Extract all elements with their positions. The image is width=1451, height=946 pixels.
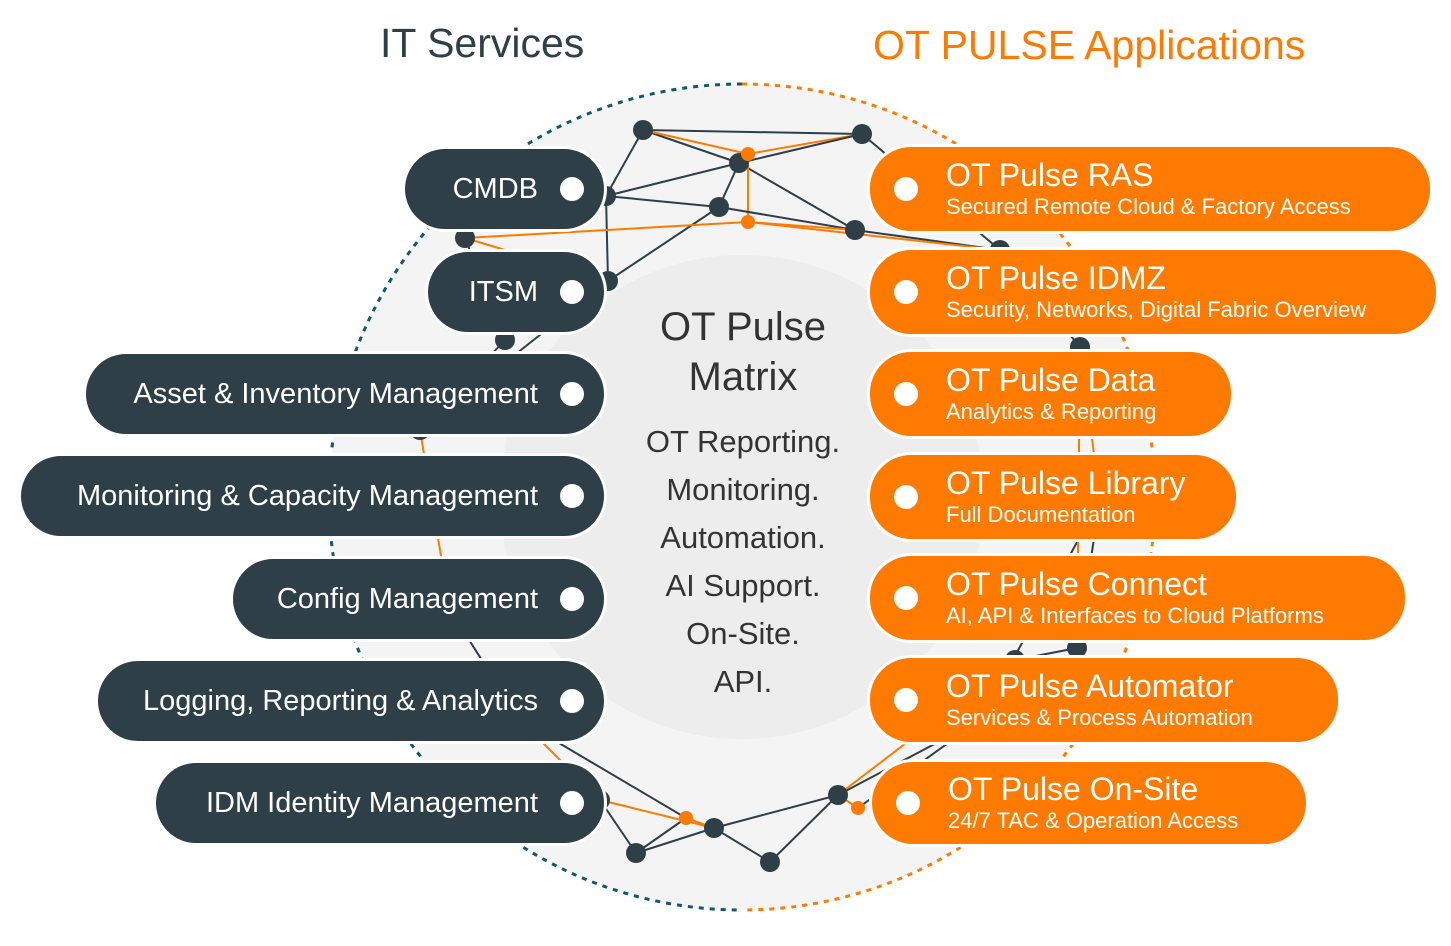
feature: Automation. bbox=[660, 520, 826, 555]
mesh-link bbox=[642, 129, 863, 135]
connector-dot-icon bbox=[894, 586, 918, 610]
connector-dot-icon bbox=[894, 280, 918, 304]
app-title: OT Pulse RAS bbox=[946, 157, 1154, 193]
feature: Monitoring. bbox=[666, 472, 820, 507]
it-service-cmdb[interactable]: CMDB bbox=[402, 146, 607, 232]
it-dashed-arc bbox=[327, 82, 743, 912]
mesh-node bbox=[495, 330, 515, 350]
connector-dot-icon bbox=[560, 791, 584, 815]
mesh-link bbox=[464, 221, 749, 239]
matrix-title: OT Pulse Matrix bbox=[560, 302, 926, 402]
mesh-node bbox=[845, 220, 865, 240]
app-title: OT Pulse Automator bbox=[946, 668, 1234, 704]
connector-dot-icon bbox=[894, 688, 918, 712]
it-service-monitoring[interactable]: Monitoring & Capacity Management bbox=[18, 453, 607, 539]
connector-dot-icon bbox=[560, 382, 584, 406]
label: Asset & Inventory Management bbox=[133, 377, 538, 410]
app-title: OT Pulse On-Site bbox=[948, 771, 1199, 807]
it-service-config[interactable]: Config Management bbox=[230, 556, 607, 642]
app-title: OT Pulse IDMZ bbox=[946, 260, 1166, 296]
mesh-node bbox=[741, 147, 755, 161]
label: IDM Identity Management bbox=[205, 786, 538, 819]
app-subtitle: Full Documentation bbox=[946, 502, 1136, 527]
mesh-link bbox=[635, 817, 687, 854]
mesh-link bbox=[713, 827, 771, 863]
connector-dot-icon bbox=[894, 382, 918, 406]
mesh-link bbox=[738, 133, 863, 164]
mesh-link bbox=[642, 129, 740, 164]
mesh-node bbox=[851, 801, 865, 815]
it-service-asset[interactable]: Asset & Inventory Management bbox=[83, 351, 607, 437]
matrix-title-line: Matrix bbox=[688, 355, 798, 399]
it-service-idm[interactable]: IDM Identity Management bbox=[153, 760, 607, 846]
mesh-node bbox=[1067, 638, 1087, 658]
inner-circle bbox=[500, 255, 984, 739]
mesh-node bbox=[741, 215, 755, 229]
label: CMDB bbox=[452, 172, 538, 205]
label: Logging, Reporting & Analytics bbox=[143, 684, 538, 717]
mesh-link bbox=[642, 129, 749, 155]
app-title: OT Pulse Library bbox=[946, 465, 1186, 501]
label: Config Management bbox=[276, 582, 538, 615]
connector-dot-icon bbox=[560, 177, 584, 201]
connector-dot-icon bbox=[560, 484, 584, 508]
feature: AI Support. bbox=[665, 568, 821, 603]
mesh-link bbox=[607, 206, 720, 282]
label: ITSM bbox=[468, 275, 538, 308]
mesh-node bbox=[455, 228, 475, 248]
connector-dot-icon bbox=[560, 280, 584, 304]
mesh-link bbox=[605, 195, 609, 282]
connector-dot-icon bbox=[560, 689, 584, 713]
mesh-node bbox=[626, 843, 646, 863]
mesh-link bbox=[747, 133, 863, 155]
it-services-heading: IT Services bbox=[380, 20, 585, 66]
ot-applications-heading: OT PULSE Applications bbox=[873, 22, 1306, 68]
feature: OT Reporting. bbox=[645, 424, 841, 459]
mesh-link bbox=[713, 794, 839, 829]
feature: API. bbox=[713, 664, 773, 699]
mesh-node bbox=[709, 197, 729, 217]
mesh-node bbox=[828, 785, 848, 805]
connector-dot-icon bbox=[894, 177, 918, 201]
it-service-logging[interactable]: Logging, Reporting & Analytics bbox=[95, 658, 607, 744]
mesh-link bbox=[605, 162, 740, 197]
ot-dashed-arc bbox=[741, 82, 1157, 912]
mesh-node bbox=[760, 852, 780, 872]
mesh-node bbox=[704, 818, 724, 838]
it-service-itsm[interactable]: ITSM bbox=[425, 249, 607, 335]
mesh-link bbox=[718, 206, 856, 231]
app-title: OT Pulse Connect bbox=[946, 566, 1207, 602]
matrix-title-line: OT Pulse bbox=[660, 305, 826, 349]
app-title: OT Pulse Data bbox=[946, 362, 1156, 398]
matrix-features: OT Reporting. Monitoring. Automation. AI… bbox=[560, 418, 926, 706]
app-subtitle: 24/7 TAC & Operation Access bbox=[948, 808, 1239, 833]
connector-dot-icon bbox=[894, 485, 918, 509]
mesh-node bbox=[852, 124, 872, 144]
app-subtitle: Analytics & Reporting bbox=[946, 399, 1157, 424]
mesh-link bbox=[738, 162, 856, 231]
app-subtitle: Secured Remote Cloud & Factory Access bbox=[946, 194, 1351, 219]
mesh-link bbox=[605, 195, 720, 208]
mesh-link bbox=[747, 221, 1001, 251]
connector-dot-icon bbox=[560, 587, 584, 611]
app-subtitle: Security, Networks, Digital Fabric Overv… bbox=[946, 297, 1367, 322]
mesh-link bbox=[599, 799, 715, 829]
mesh-node bbox=[633, 120, 653, 140]
connector-dot-icon bbox=[896, 791, 920, 815]
app-subtitle: AI, API & Interfaces to Cloud Platforms bbox=[946, 603, 1324, 628]
mesh-link bbox=[769, 794, 839, 863]
mesh-link bbox=[605, 129, 644, 197]
mesh-link bbox=[635, 827, 715, 854]
label: Monitoring & Capacity Management bbox=[76, 479, 538, 512]
mesh-node bbox=[679, 811, 693, 825]
feature: On-Site. bbox=[686, 616, 800, 651]
app-subtitle: Services & Process Automation bbox=[946, 705, 1253, 730]
